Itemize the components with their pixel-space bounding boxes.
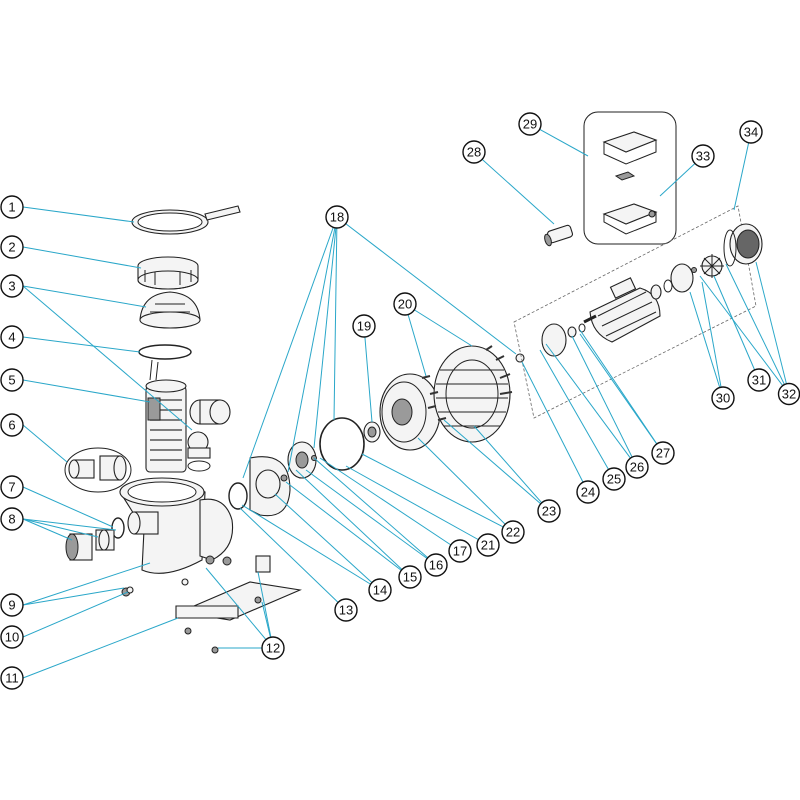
callout-29[interactable]: 29: [518, 112, 542, 136]
motor-assembly-drawing: [513, 205, 763, 419]
callout-1[interactable]: 1: [0, 195, 24, 219]
callout-5[interactable]: 5: [0, 368, 24, 392]
bolts-drawing: [421, 375, 447, 421]
callout-13-label: 13: [339, 603, 353, 618]
callout-32-label: 32: [782, 387, 796, 402]
callout-19-label: 19: [357, 319, 371, 334]
callout-23[interactable]: 23: [537, 499, 561, 523]
callout-28-label: 28: [467, 145, 481, 160]
callout-26[interactable]: 26: [625, 455, 649, 479]
callout-4-label: 4: [8, 330, 15, 345]
callout-22-label: 22: [506, 525, 520, 540]
diffuser-drawing: [228, 456, 291, 517]
callout-28[interactable]: 28: [462, 140, 486, 164]
inlet-union-drawing: [65, 517, 125, 561]
callout-24-label: 24: [581, 485, 595, 500]
lid-locking-ring-drawing: [137, 256, 199, 290]
callout-21-label: 21: [481, 538, 495, 553]
callout-9[interactable]: 9: [0, 593, 24, 617]
callout-6-label: 6: [8, 418, 15, 433]
large-gasket-drawing: [319, 417, 365, 471]
leader-lines: [22, 123, 790, 679]
callout-23-label: 23: [542, 504, 556, 519]
callout-12-label: 12: [266, 641, 280, 656]
callout-7[interactable]: 7: [0, 475, 24, 499]
callout-27[interactable]: 27: [651, 441, 675, 465]
callout-3-label: 3: [8, 279, 15, 294]
callout-10[interactable]: 10: [0, 625, 24, 649]
callout-15-label: 15: [403, 570, 417, 585]
callout-2[interactable]: 2: [0, 235, 24, 259]
union-fittings-drawing: [187, 399, 231, 472]
dome-lid-drawing: [139, 291, 201, 329]
callout-5-label: 5: [8, 373, 15, 388]
callout-6[interactable]: 6: [0, 413, 24, 437]
callout-32[interactable]: 32: [777, 382, 800, 406]
callout-30[interactable]: 30: [711, 386, 735, 410]
callout-30-label: 30: [716, 391, 730, 406]
callout-33[interactable]: 33: [691, 144, 715, 168]
callout-31-label: 31: [752, 373, 766, 388]
impeller-drawing: [287, 441, 317, 479]
callout-20-label: 20: [398, 297, 412, 312]
callout-18-label: 18: [330, 210, 344, 225]
callout-8[interactable]: 8: [0, 507, 24, 531]
callout-16-label: 16: [429, 558, 443, 573]
callout-2-label: 2: [8, 240, 15, 255]
callout-18[interactable]: 18: [325, 205, 349, 229]
callout-29-label: 29: [523, 117, 537, 132]
callout-34[interactable]: 34: [739, 120, 763, 144]
callout-27-label: 27: [656, 446, 670, 461]
pump-housing-drawing: [119, 477, 234, 574]
mechanical-seal-drawing: [363, 421, 381, 443]
terminal-box-detail-drawing: [583, 111, 677, 245]
callout-19[interactable]: 19: [352, 314, 376, 338]
capacitor-drawing: [544, 224, 574, 247]
callout-17[interactable]: 17: [448, 539, 472, 563]
callout-12[interactable]: 12: [261, 636, 285, 660]
callout-4[interactable]: 4: [0, 325, 24, 349]
callout-25[interactable]: 25: [602, 467, 626, 491]
washer-drawing: [515, 353, 525, 363]
callout-11[interactable]: 11: [0, 666, 24, 690]
callout-24[interactable]: 24: [576, 480, 600, 504]
callout-21[interactable]: 21: [476, 533, 500, 557]
callout-14[interactable]: 14: [368, 578, 392, 602]
callout-15[interactable]: 15: [398, 565, 422, 589]
callout-3[interactable]: 3: [0, 274, 24, 298]
lid-clamp-ring-drawing: [131, 205, 241, 235]
callout-14-label: 14: [373, 583, 387, 598]
callout-8-label: 8: [8, 512, 15, 527]
drain-plugs-drawing: [121, 556, 232, 597]
base-plate-drawing: [175, 555, 302, 654]
callout-16[interactable]: 16: [424, 553, 448, 577]
ribbed-cover-drawing: [433, 345, 513, 443]
callout-34-label: 34: [744, 125, 758, 140]
callout-9-label: 9: [8, 598, 15, 613]
callout-10-label: 10: [5, 630, 19, 645]
strainer-basket-drawing: [145, 359, 187, 473]
callout-31[interactable]: 31: [747, 368, 771, 392]
callout-25-label: 25: [607, 472, 621, 487]
callout-20[interactable]: 20: [393, 292, 417, 316]
callout-33-label: 33: [696, 149, 710, 164]
callout-7-label: 7: [8, 480, 15, 495]
pipe-adapters-drawing: [64, 447, 132, 493]
callout-26-label: 26: [630, 460, 644, 475]
o-ring-drawing: [138, 344, 192, 360]
callout-13[interactable]: 13: [334, 598, 358, 622]
callout-22[interactable]: 22: [501, 520, 525, 544]
callout-11-label: 11: [5, 671, 19, 686]
motor-bracket-drawing: [379, 373, 441, 451]
callout-1-label: 1: [8, 200, 15, 215]
callout-17-label: 17: [453, 544, 467, 559]
